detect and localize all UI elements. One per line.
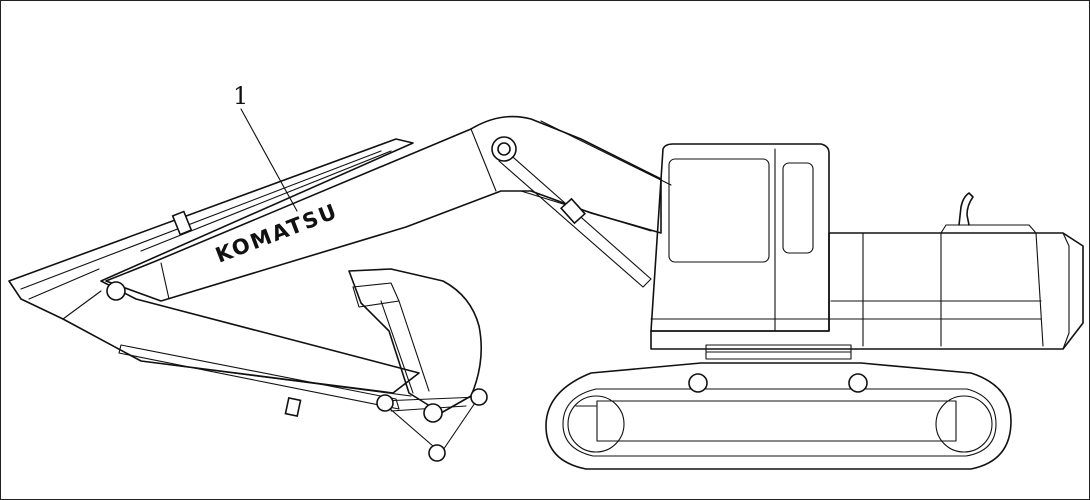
carrier-roller-front xyxy=(688,373,708,393)
front-idler xyxy=(567,395,625,453)
arm-end-pin xyxy=(106,281,126,301)
komatsu-decal: KOMATSU xyxy=(212,199,341,268)
cab-side-window xyxy=(782,162,814,254)
boom-pin-inner xyxy=(497,142,511,156)
boom xyxy=(105,115,672,302)
callout-number: 1 xyxy=(233,82,248,110)
carrier-roller-rear xyxy=(848,373,868,393)
swing-circle xyxy=(705,344,852,360)
bucket xyxy=(348,268,488,462)
cab-front-window xyxy=(668,158,770,263)
arm xyxy=(8,138,420,418)
callout-leader-line xyxy=(240,108,298,212)
cab xyxy=(650,143,830,332)
rear-sprocket xyxy=(935,395,993,453)
upper-structure xyxy=(650,192,1084,350)
undercarriage xyxy=(545,362,1012,470)
